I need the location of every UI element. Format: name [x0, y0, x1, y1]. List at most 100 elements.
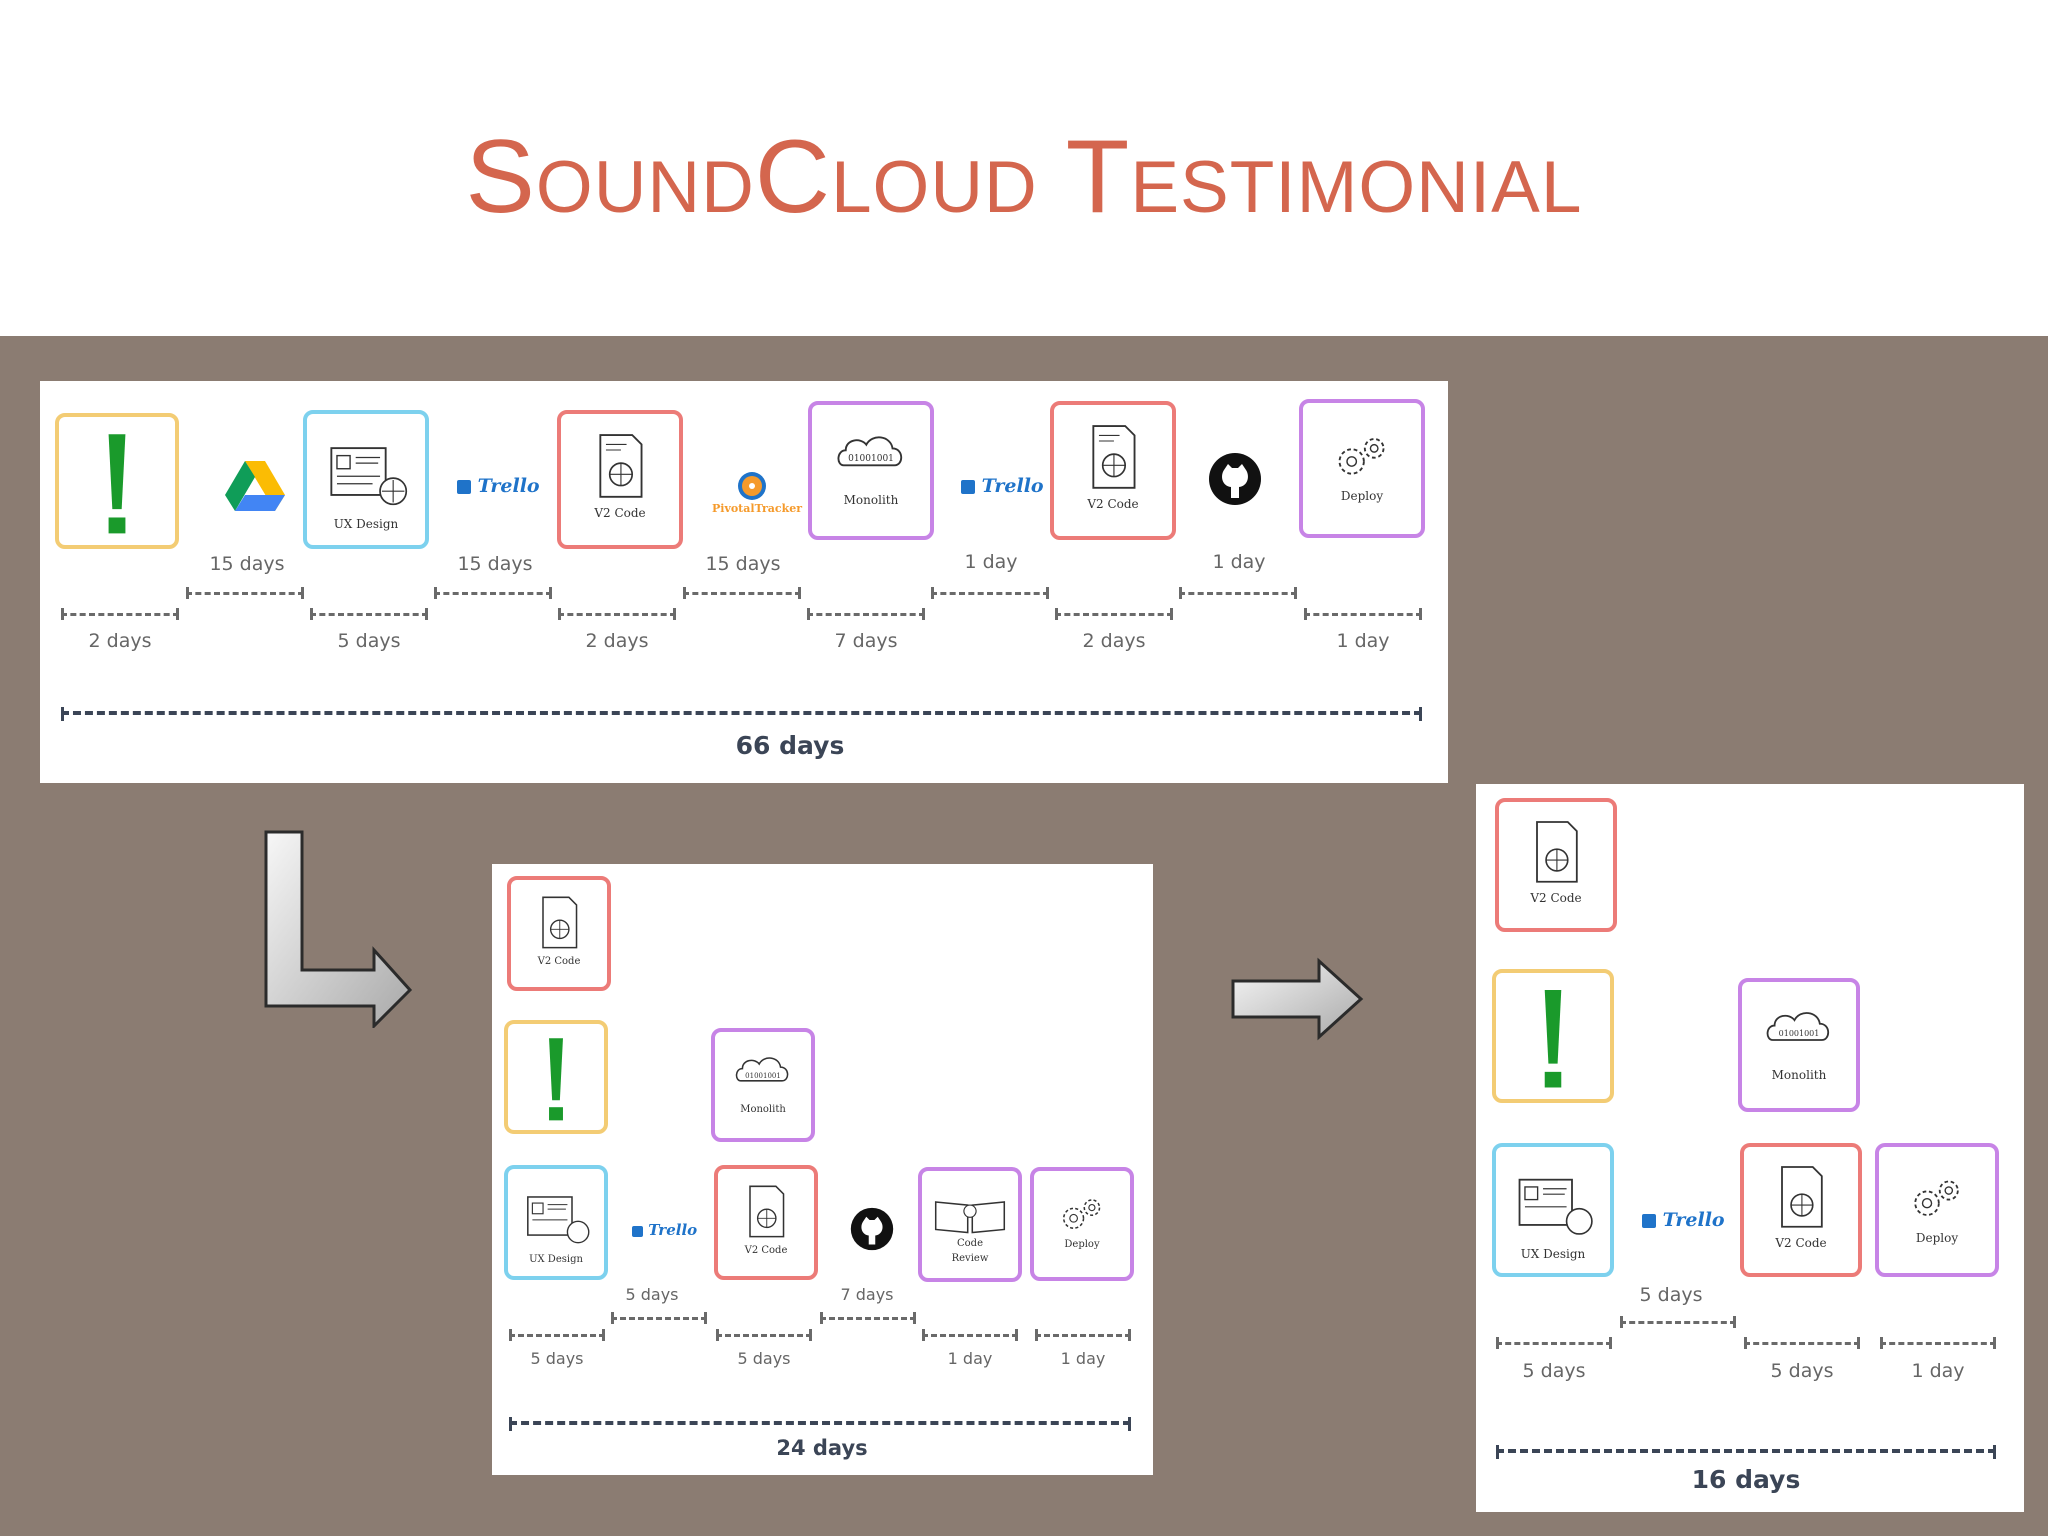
deploy-card: Deploy — [1299, 399, 1425, 538]
duration-label: 15 days — [457, 553, 533, 575]
timeline-segment — [922, 1329, 1018, 1341]
trello-text: Trello — [648, 1221, 698, 1239]
duration-label: 2 days — [585, 630, 649, 652]
duration-label: 15 days — [705, 553, 781, 575]
book-icon — [934, 1201, 1006, 1234]
trello-icon — [457, 480, 471, 494]
pivotal-tracker-icon — [738, 472, 766, 500]
duration-label: 1 day — [1212, 551, 1266, 573]
total-duration: 16 days — [1691, 1465, 1801, 1494]
diagram-66-days-panel: UX Design Trello V2 Code PivotalTracker … — [40, 381, 1448, 783]
deploy-card: Deploy — [1875, 1143, 1999, 1277]
timeline-segment — [1496, 1337, 1612, 1349]
timeline-segment — [611, 1312, 707, 1324]
trello-icon — [1642, 1214, 1656, 1228]
trello-text: Trello — [981, 475, 1044, 497]
wireframe-icon — [527, 1196, 590, 1244]
total-duration: 66 days — [735, 731, 845, 760]
trello-text: Trello — [1662, 1209, 1725, 1231]
timeline-segment — [61, 608, 179, 620]
ux-design-label: UX Design — [333, 517, 399, 531]
duration-label: 5 days — [1522, 1360, 1586, 1382]
cloud-icon — [1766, 1012, 1830, 1041]
timeline-segment — [1304, 608, 1422, 620]
duration-label: 7 days — [840, 1285, 894, 1304]
ux-design-label: UX Design — [529, 1254, 583, 1265]
timeline-segment — [558, 608, 676, 620]
duration-label: 2 days — [88, 630, 152, 652]
diagram-24-days-panel: V2 Code 01001001 Monolith UX Design Trel… — [492, 864, 1153, 1475]
trello-icon — [632, 1225, 643, 1237]
total-timeline — [61, 707, 1422, 721]
monolith-label: Monolith — [843, 493, 899, 507]
code-review-card: Code Review — [918, 1167, 1022, 1282]
timeline-segment — [716, 1329, 812, 1341]
total-timeline — [1496, 1445, 1996, 1459]
duration-label: 1 day — [947, 1349, 993, 1368]
duration-label: 5 days — [1639, 1284, 1703, 1306]
code-review-label-line2: Review — [951, 1253, 989, 1264]
ux-design-card: UX Design — [504, 1165, 608, 1280]
duration-label: 15 days — [209, 553, 285, 575]
cloud-icon — [735, 1057, 789, 1082]
document-globe-icon — [1092, 425, 1136, 489]
v2-code-card: V2 Code — [1740, 1143, 1862, 1277]
timeline-segment — [1035, 1329, 1131, 1341]
total-timeline — [509, 1417, 1131, 1431]
alert-card — [504, 1020, 608, 1134]
pivotal-tracker-text: PivotalTracker — [712, 502, 802, 515]
document-globe-icon — [1536, 821, 1578, 883]
title-band — [0, 0, 2048, 336]
google-drive-icon — [225, 461, 285, 511]
exclamation-icon — [108, 434, 126, 534]
ux-design-label: UX Design — [1520, 1247, 1586, 1261]
timeline-segment — [1055, 608, 1173, 620]
right-arrow-icon — [1231, 957, 1364, 1041]
v2-code-label: V2 Code — [594, 506, 646, 520]
document-globe-icon — [599, 434, 643, 498]
monolith-card: 01001001 Monolith — [808, 401, 934, 540]
total-duration: 24 days — [776, 1436, 868, 1460]
timeline-segment — [820, 1312, 916, 1324]
monolith-card: 01001001 Monolith — [711, 1028, 815, 1142]
ux-design-card: UX Design — [1492, 1143, 1614, 1277]
bend-arrow-icon — [264, 830, 413, 1028]
deploy-label: Deploy — [1064, 1239, 1100, 1250]
v2-code-label: V2 Code — [537, 956, 581, 967]
duration-label: 5 days — [530, 1349, 584, 1368]
timeline-segment — [1179, 587, 1297, 599]
ux-design-card: UX Design — [303, 410, 429, 549]
v2-code-card: V2 Code — [507, 876, 611, 991]
duration-label: 1 day — [1336, 630, 1390, 652]
trello-logo: Trello — [961, 475, 1044, 497]
timeline-segment — [1880, 1337, 1996, 1349]
document-globe-icon — [542, 896, 578, 949]
alert-card — [1492, 969, 1614, 1103]
duration-label: 5 days — [337, 630, 401, 652]
deploy-card: Deploy — [1030, 1167, 1134, 1281]
alert-card — [55, 413, 179, 549]
timeline-segment — [509, 1329, 605, 1341]
deploy-label: Deploy — [1340, 489, 1384, 503]
binary-text: 01001001 — [745, 1072, 781, 1080]
binary-text: 01001001 — [848, 454, 894, 464]
v2-code-label: V2 Code — [1087, 497, 1139, 511]
binary-text: 01001001 — [1778, 1029, 1820, 1038]
timeline-segment — [683, 587, 801, 599]
v2-code-card: V2 Code — [557, 410, 683, 549]
timeline-segment — [807, 608, 925, 620]
duration-label: 1 day — [1911, 1360, 1965, 1382]
duration-label: 1 day — [964, 551, 1018, 573]
trello-logo: Trello — [632, 1221, 697, 1239]
cloud-icon — [837, 436, 903, 467]
timeline-segment — [1744, 1337, 1860, 1349]
trello-logo: Trello — [1642, 1209, 1725, 1231]
gears-icon — [1062, 1199, 1101, 1229]
timeline-segment — [186, 587, 304, 599]
duration-label: 5 days — [1770, 1360, 1834, 1382]
github-icon — [850, 1207, 894, 1251]
v2-code-label: V2 Code — [744, 1245, 788, 1256]
wireframe-icon — [1518, 1178, 1593, 1235]
v2-code-label: V2 Code — [1775, 1236, 1827, 1250]
gears-icon — [1338, 438, 1385, 475]
